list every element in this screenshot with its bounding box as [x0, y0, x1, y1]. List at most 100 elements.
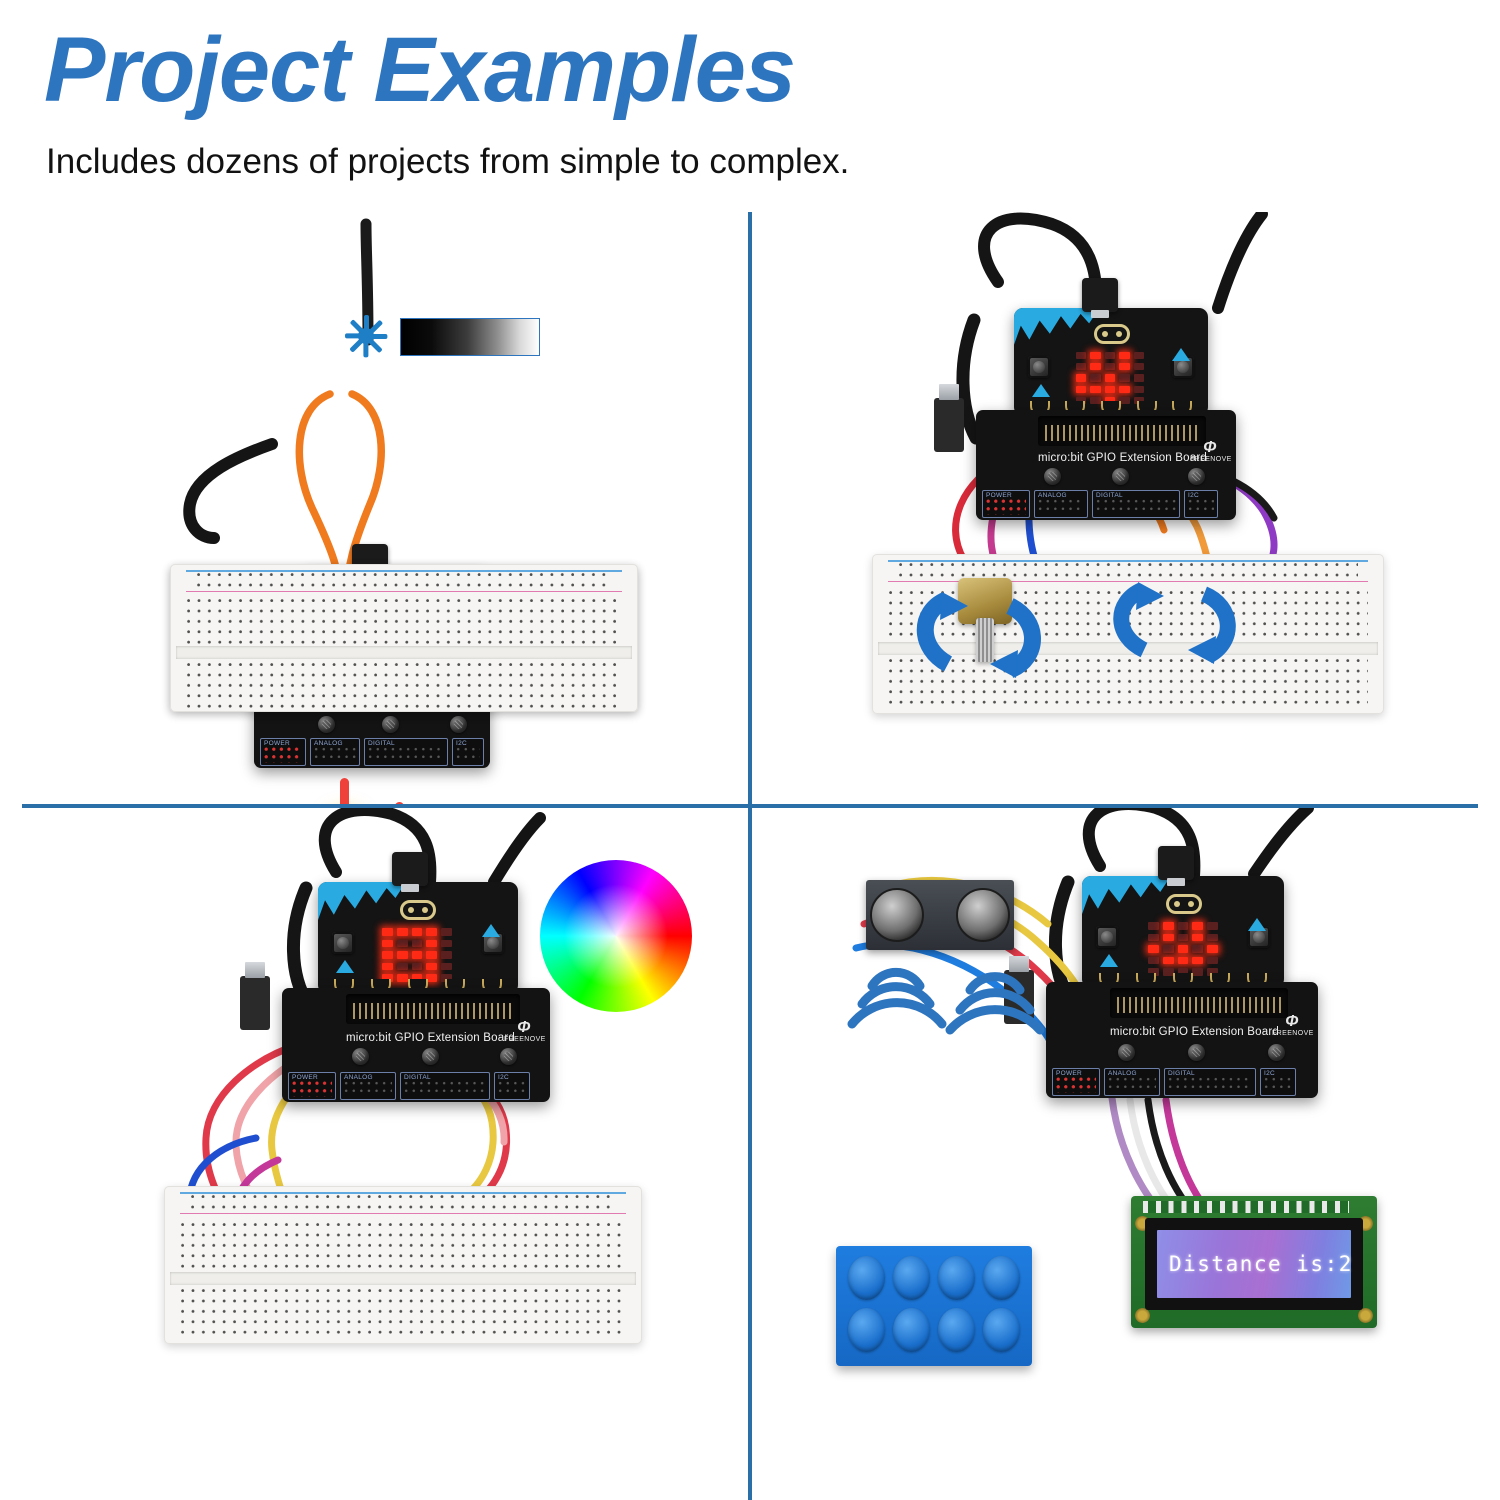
button-a-icon — [1100, 954, 1118, 967]
lcd1602-display-module[interactable]: Distance is:2 — [1131, 1196, 1377, 1328]
mounting-hole — [1135, 1308, 1150, 1323]
header-i2c[interactable]: I2C — [1184, 490, 1218, 518]
header-analog[interactable]: ANALOG — [1104, 1068, 1160, 1096]
header-analog-label: ANALOG — [1038, 492, 1067, 499]
breadboard-power-rail-top — [174, 1190, 632, 1216]
header-analog[interactable]: ANALOG — [340, 1072, 396, 1100]
capacitor — [422, 1048, 439, 1065]
breadboard — [164, 1186, 642, 1344]
header-analog[interactable]: ANALOG — [1034, 490, 1088, 518]
button-b-icon — [482, 924, 500, 937]
freenove-wordmark: FREENOVE — [504, 1036, 546, 1043]
gpio-board-label: micro:bit GPIO Extension Board — [346, 1032, 515, 1044]
button-b-icon — [1248, 918, 1266, 931]
microbit-board — [1082, 876, 1284, 988]
mounting-hole — [1358, 1308, 1373, 1323]
header-digital[interactable]: DIGITAL — [400, 1072, 490, 1100]
capacitor — [450, 716, 467, 733]
capacitor — [318, 716, 335, 733]
freenove-wordmark: FREENOVE — [1190, 456, 1232, 463]
lcd-screen: Distance is:2 — [1157, 1230, 1351, 1298]
freenove-wordmark: FREENOVE — [1272, 1030, 1314, 1037]
button-a-icon — [1032, 384, 1050, 397]
edge-connector-slot — [346, 994, 520, 1024]
breadboard-power-rail-top — [882, 558, 1374, 584]
microbit-button-a[interactable] — [1096, 926, 1118, 948]
header-i2c-label: I2C — [498, 1074, 510, 1081]
capacitor — [382, 716, 399, 733]
breadboard-center-channel — [170, 1272, 636, 1285]
microbit-face-logo — [1166, 894, 1202, 914]
microbit-button-b[interactable] — [1172, 356, 1194, 378]
ultrasonic-receiver — [956, 888, 1010, 942]
microbit-led-matrix — [1076, 352, 1144, 404]
header-i2c[interactable]: I2C — [1260, 1068, 1296, 1096]
capacitor — [1118, 1044, 1135, 1061]
lcd-bezel: Distance is:2 — [1145, 1218, 1363, 1310]
sun-icon — [344, 314, 388, 358]
header-analog[interactable]: ANALOG — [310, 738, 360, 766]
lcd-pin-header — [1143, 1201, 1349, 1213]
button-b-icon — [1172, 348, 1190, 361]
microbit-button-a[interactable] — [1028, 356, 1050, 378]
quadrant-grid: micro:bit GPIO Extension Board ΦFREENOVE… — [0, 212, 1500, 1500]
rotation-arrows-pot — [916, 592, 1041, 678]
led-indicator — [279, 778, 406, 804]
header-power-label: POWER — [986, 492, 1013, 499]
page-subtitle: Includes dozens of projects from simple … — [46, 142, 850, 181]
microbit-button-b[interactable] — [482, 932, 504, 954]
header-digital[interactable]: DIGITAL — [1092, 490, 1180, 518]
header-digital-label: DIGITAL — [1096, 492, 1123, 499]
rotation-arrows-servo — [1113, 582, 1236, 664]
header-power-label: POWER — [1056, 1070, 1083, 1077]
microbit-board — [1014, 308, 1208, 416]
lcd-text: Distance is:2 — [1169, 1252, 1353, 1276]
header-digital[interactable]: DIGITAL — [1164, 1068, 1256, 1096]
header-digital-label: DIGITAL — [1168, 1070, 1195, 1077]
microbit-board — [318, 882, 518, 994]
sonar-wave-icon — [847, 967, 1045, 1035]
header-analog-label: ANALOG — [1108, 1070, 1137, 1077]
header-i2c-label: I2C — [1188, 492, 1200, 499]
header-power-label: POWER — [292, 1074, 319, 1081]
header-power[interactable]: POWER — [260, 738, 306, 766]
usb-plug-top — [1158, 846, 1194, 886]
microbit-button-a[interactable] — [332, 932, 354, 954]
ultrasonic-sensor[interactable] — [866, 880, 1014, 950]
microbit-face-logo — [1094, 324, 1130, 344]
capacitor — [1112, 468, 1129, 485]
capacitor — [1188, 468, 1205, 485]
header-analog-label: ANALOG — [344, 1074, 373, 1081]
capacitor — [1188, 1044, 1205, 1061]
breadboard-center-channel — [176, 646, 632, 659]
usb-plug-top — [392, 852, 428, 892]
microbit-led-matrix — [382, 928, 452, 982]
page-title: Project Examples — [44, 19, 796, 121]
microbit-led-matrix — [1148, 922, 1218, 976]
header-power[interactable]: POWER — [982, 490, 1030, 518]
microbit-button-b[interactable] — [1248, 926, 1270, 948]
led-ray — [340, 778, 349, 804]
header-i2c-label: I2C — [456, 740, 468, 747]
header-i2c[interactable]: I2C — [452, 738, 484, 766]
header: Project Examples Includes dozens of proj… — [0, 0, 1500, 210]
header-power-label: POWER — [264, 740, 291, 747]
capacitor — [1044, 468, 1061, 485]
header-i2c[interactable]: I2C — [494, 1072, 530, 1100]
capacitor — [1268, 1044, 1285, 1061]
header-power[interactable]: POWER — [1052, 1068, 1100, 1096]
header-digital[interactable]: DIGITAL — [364, 738, 448, 766]
brightness-gradient-bar — [400, 318, 540, 356]
header-power[interactable]: POWER — [288, 1072, 336, 1100]
gpio-board-label: micro:bit GPIO Extension Board — [1110, 1026, 1279, 1038]
breadboard — [170, 564, 638, 712]
edge-connector-slot — [1038, 416, 1206, 446]
